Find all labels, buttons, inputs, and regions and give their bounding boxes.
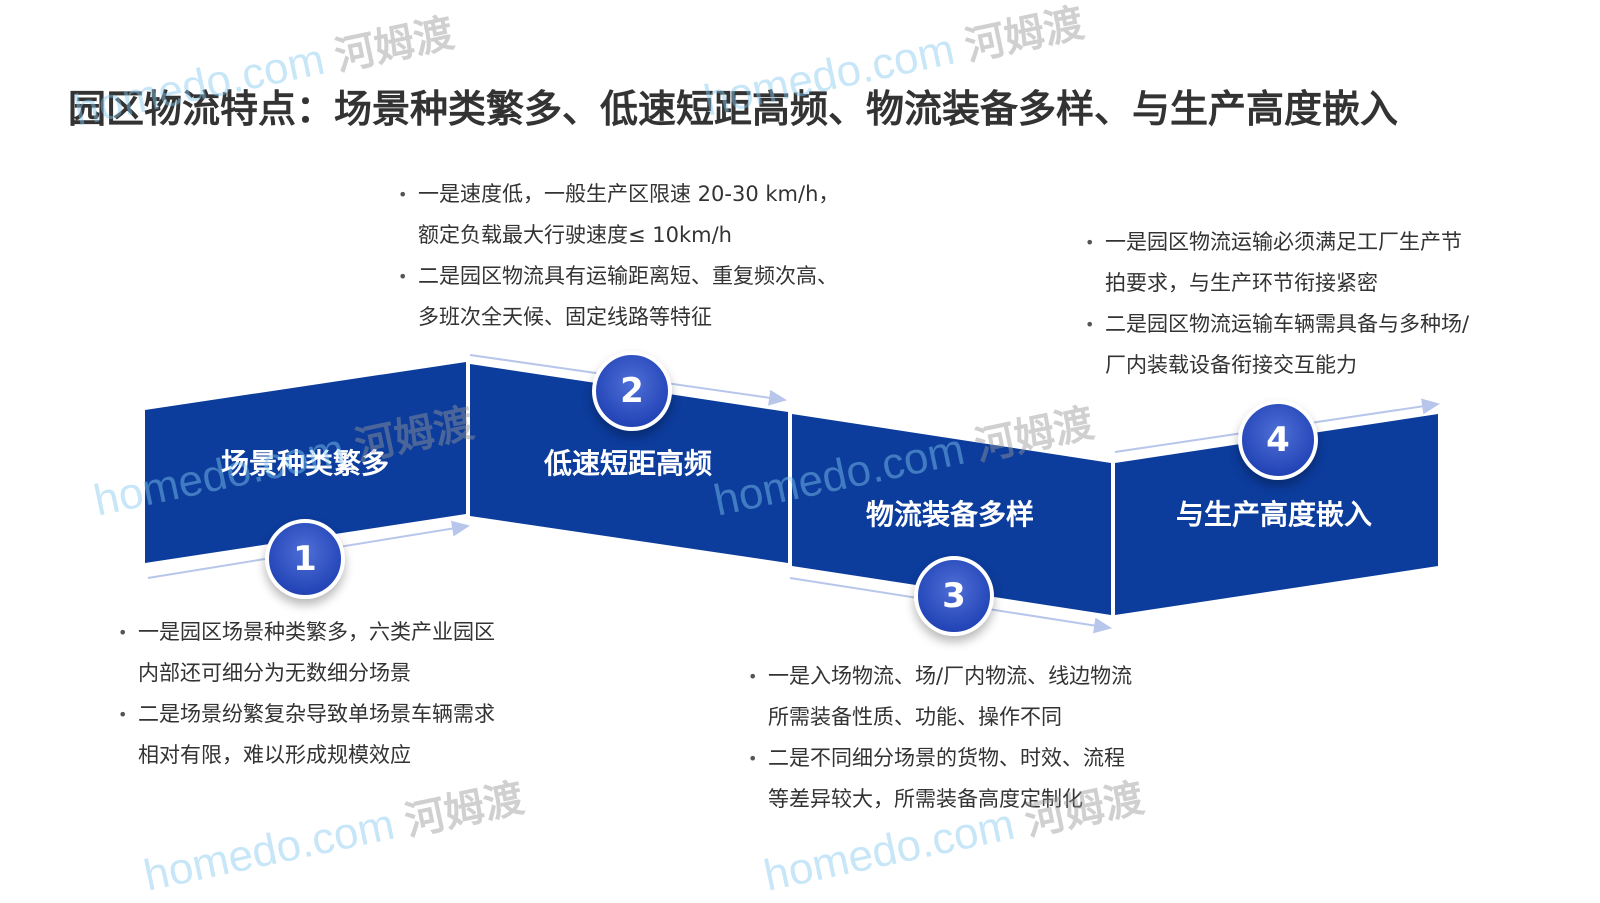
stage-4-bullets: 一是园区物流运输必须满足工厂生产节拍要求，与生产环节衔接紧密 二是园区物流运输车… — [1085, 222, 1480, 386]
step-number-4: 4 — [1238, 400, 1318, 480]
step-number-1: 1 — [265, 519, 345, 599]
bullet-text: 二是场景纷繁复杂导致单场景车辆需求相对有限，难以形成规模效应 — [118, 694, 498, 776]
bullet-text: 一是入场物流、场/厂内物流、线边物流所需装备性质、功能、操作不同 — [748, 656, 1143, 738]
stage-panel-1 — [145, 362, 466, 563]
bullet-text: 一是速度低，一般生产区限速 20-30 km/h，额定负载最大行驶速度≤ 10k… — [398, 174, 848, 256]
stage-3-bullets: 一是入场物流、场/厂内物流、线边物流所需装备性质、功能、操作不同 二是不同细分场… — [748, 656, 1143, 820]
stage-panel-4 — [1115, 414, 1438, 615]
step-number-3: 3 — [914, 556, 994, 636]
step-number-2: 2 — [592, 351, 672, 431]
bullet-text: 二是园区物流具有运输距离短、重复频次高、多班次全天候、固定线路等特征 — [398, 256, 848, 338]
stage-panel-3 — [792, 414, 1111, 615]
stage-1-bullets: 一是园区场景种类繁多，六类产业园区内部还可细分为无数细分场景 二是场景纷繁复杂导… — [118, 612, 498, 776]
page-title: 园区物流特点：场景种类繁多、低速短距高频、物流装备多样、与生产高度嵌入 — [68, 87, 1399, 131]
stage-panel-2 — [470, 364, 788, 563]
stage-label-2: 低速短距高频 — [543, 447, 712, 480]
stage-label-3: 物流装备多样 — [865, 498, 1034, 531]
stage-label-4: 与生产高度嵌入 — [1175, 498, 1372, 531]
bullet-text: 二是不同细分场景的货物、时效、流程等差异较大，所需装备高度定制化 — [748, 738, 1143, 820]
stage-2-bullets: 一是速度低，一般生产区限速 20-30 km/h，额定负载最大行驶速度≤ 10k… — [398, 174, 848, 338]
stage-label-1: 场景种类繁多 — [220, 447, 389, 480]
bullet-text: 一是园区物流运输必须满足工厂生产节拍要求，与生产环节衔接紧密 — [1085, 222, 1480, 304]
bullet-text: 一是园区场景种类繁多，六类产业园区内部还可细分为无数细分场景 — [118, 612, 498, 694]
bullet-text: 二是园区物流运输车辆需具备与多种场/厂内装载设备衔接交互能力 — [1085, 304, 1480, 386]
